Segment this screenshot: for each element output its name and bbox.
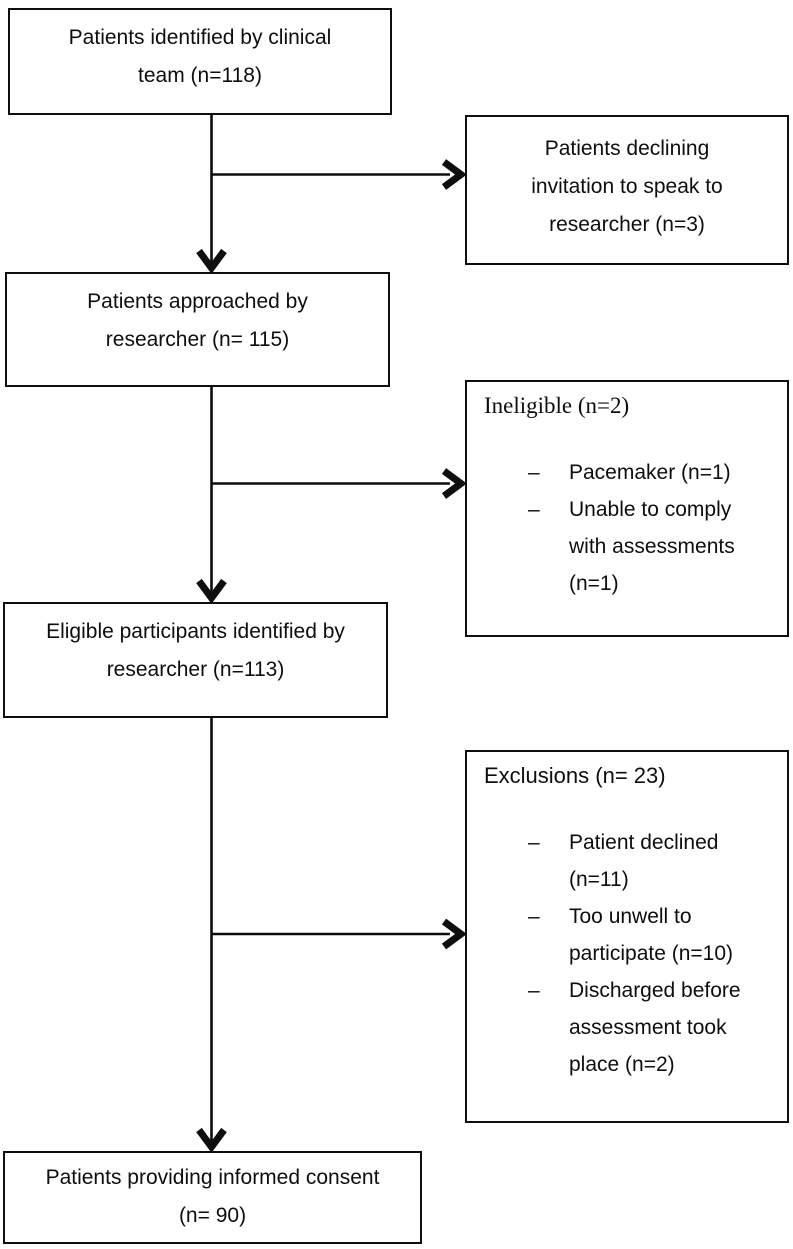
- list-item: – Pacemaker (n=1): [467, 454, 787, 491]
- list-item-text: Too unwell to participate (n=10): [569, 905, 734, 965]
- ineligible-list: – Pacemaker (n=1) – Unable to comply wit…: [467, 454, 787, 602]
- arrow-right-icon: [441, 159, 467, 190]
- list-item: – Too unwell to participate (n=10): [467, 898, 787, 972]
- dash-marker: –: [528, 498, 540, 521]
- list-item: – Discharged before assessment took plac…: [467, 972, 787, 1083]
- box-patients-identified-label: Patients identified by clinical team (n=…: [68, 26, 332, 87]
- box-eligible-participants: Eligible participants identified by rese…: [3, 602, 388, 718]
- arrow-down-icon: [196, 1127, 227, 1153]
- box-informed-consent: Patients providing informed consent (n= …: [3, 1151, 422, 1244]
- list-item-text: Discharged before assessment took place …: [569, 979, 741, 1076]
- dash-marker: –: [528, 905, 540, 928]
- dash-marker: –: [528, 831, 540, 854]
- list-item-text: Pacemaker (n=1): [569, 461, 731, 484]
- box-exclusions-title: Exclusions (n= 23): [484, 763, 666, 788]
- arrow-down-icon: [196, 578, 227, 604]
- dash-marker: –: [528, 979, 540, 1002]
- box-patients-approached-label: Patients approached by researcher (n= 11…: [87, 290, 308, 351]
- box-patients-identified: Patients identified by clinical team (n=…: [8, 8, 392, 115]
- box-eligible-participants-label: Eligible participants identified by rese…: [46, 620, 345, 681]
- box-patients-approached: Patients approached by researcher (n= 11…: [5, 272, 390, 387]
- list-item: – Unable to comply with assessments (n=1…: [467, 491, 787, 602]
- list-item-text: Patient declined (n=11): [569, 831, 719, 891]
- arrow-right-icon: [441, 918, 467, 950]
- arrow-down-icon: [196, 248, 227, 274]
- box-exclusions: Exclusions (n= 23) – Patient declined (n…: [465, 750, 789, 1123]
- box-patients-declining-label: Patients declining invitation to speak t…: [531, 137, 723, 236]
- box-patients-declining: Patients declining invitation to speak t…: [465, 115, 789, 265]
- list-item-text: Unable to comply with assessments (n=1): [569, 498, 735, 595]
- list-item: – Patient declined (n=11): [467, 824, 787, 898]
- arrow-right-icon: [441, 468, 467, 499]
- dash-marker: –: [528, 461, 540, 484]
- exclusions-list: – Patient declined (n=11) – Too unwell t…: [467, 824, 787, 1083]
- box-informed-consent-label: Patients providing informed consent (n= …: [45, 1166, 380, 1227]
- box-ineligible-title: Ineligible (n=2): [484, 393, 630, 418]
- box-ineligible: Ineligible (n=2) – Pacemaker (n=1) – Una…: [465, 380, 789, 637]
